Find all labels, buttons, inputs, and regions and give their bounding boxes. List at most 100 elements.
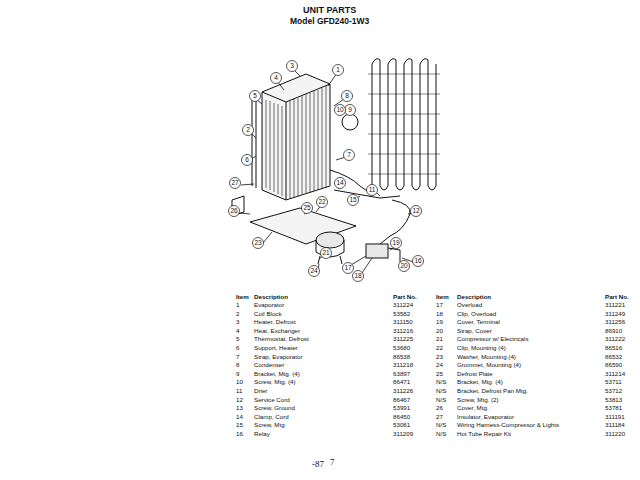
part-description: Evaporator: [254, 302, 284, 308]
part-number: 86590: [605, 362, 622, 368]
callout-number: 14: [334, 180, 346, 187]
callout-number: 19: [390, 240, 402, 247]
callout-number: 1: [332, 67, 344, 74]
model-number: Model GFD240-1W3: [290, 17, 369, 26]
item-number: 4: [236, 328, 239, 334]
item-number: 11: [236, 388, 242, 394]
callout-circle: [367, 185, 378, 196]
item-number: 16: [236, 431, 243, 437]
part-number: 311150: [393, 319, 413, 325]
diagram-title: UNIT PARTS: [303, 6, 356, 15]
part-description: Screw, Ground: [254, 405, 295, 411]
part-description: Cover, Terminal: [457, 319, 500, 325]
item-number: 24: [436, 362, 443, 368]
part-description: Strap, Evaporator: [254, 354, 303, 360]
callout-circle: [353, 271, 364, 282]
item-number: 20: [436, 328, 443, 334]
callout-circle: [343, 263, 354, 274]
callout-circle: [242, 155, 253, 166]
callout-number: 10: [334, 107, 346, 114]
part-number: 311214: [605, 371, 625, 377]
part-description: Screw, Mtg: [254, 422, 285, 428]
item-number: 26: [436, 405, 443, 411]
callout-circle: [345, 105, 356, 116]
part-description: Washer, Mounting (4): [457, 354, 516, 360]
item-number: 9: [236, 371, 239, 377]
part-number: 311225: [393, 336, 413, 342]
part-number: 311218: [393, 362, 413, 368]
item-number: 21: [436, 336, 443, 342]
callout-number: 9: [344, 107, 356, 114]
item-number: 8: [236, 362, 239, 368]
part-description: Insulator, Evaporator: [457, 414, 514, 420]
item-number: 27: [436, 414, 443, 420]
callout-number: 16: [412, 258, 424, 265]
part-description: Cover, Mtg.: [457, 405, 489, 411]
part-number: 86450: [393, 414, 410, 420]
part-description: Bracket, Mtg. (4): [254, 371, 300, 377]
item-number: N/S: [436, 422, 446, 428]
callout-number: 23: [252, 240, 264, 247]
item-number: 13: [236, 405, 243, 411]
callout-circle: [333, 65, 344, 76]
part-description: Strap, Cover: [457, 328, 492, 334]
callout-circle: [287, 61, 298, 72]
callout-circle: [411, 206, 422, 217]
column-header: Description: [457, 294, 491, 300]
part-description: Relay: [254, 431, 270, 437]
callout-circle: [335, 178, 346, 189]
part-number: 53991: [393, 405, 410, 411]
callout-number: 5: [249, 93, 261, 100]
item-number: 1: [236, 302, 239, 308]
part-number: 53061: [393, 422, 410, 428]
part-description: Heat, Exchanger: [254, 328, 300, 334]
column-header: Description: [254, 294, 288, 300]
part-number: 311256: [605, 319, 625, 325]
part-description: Bracket, Defrost Pan Mtg.: [457, 388, 528, 394]
callout-number: 12: [410, 208, 422, 215]
item-number: 19: [436, 319, 443, 325]
callout-number: 2: [242, 127, 254, 134]
callout-circle: [229, 206, 240, 217]
part-description: Clip, Mounting (4): [457, 345, 506, 351]
item-number: 14: [236, 414, 243, 420]
part-number: 63897: [393, 371, 410, 377]
part-number: 53813: [605, 397, 622, 403]
callout-number: 6: [241, 157, 253, 164]
callout-circle: [271, 73, 282, 84]
callout-number: 7: [343, 152, 355, 159]
item-number: 5: [236, 336, 239, 342]
part-description: Hot Tube Repair Kit: [457, 431, 511, 437]
part-description: Bracket, Mtg. (4): [457, 379, 503, 385]
part-description: Compressor w/ Electricals: [457, 336, 529, 342]
part-number: 86910: [605, 328, 622, 334]
callout-number: 24: [308, 268, 320, 275]
part-description: Screw, Mtg. (4): [254, 379, 296, 385]
part-description: Heater, Defrost: [254, 319, 296, 325]
item-number: N/S: [436, 431, 446, 437]
callout-circle: [230, 178, 241, 189]
part-number: 311184: [605, 422, 625, 428]
item-number: 18: [436, 311, 443, 317]
part-number: 86467: [393, 397, 410, 403]
part-number: 311221: [605, 302, 625, 308]
callout-circle: [344, 150, 355, 161]
part-number: 311224: [393, 302, 413, 308]
item-number: 22: [436, 345, 443, 351]
callout-number: 15: [347, 197, 359, 204]
item-number: N/S: [436, 379, 446, 385]
column-header: Part No.: [605, 294, 629, 300]
column-header: Item: [236, 294, 249, 300]
item-number: 6: [236, 345, 239, 351]
page-mark: -87: [312, 460, 324, 469]
callout-circle: [243, 125, 254, 136]
callout-circle: [413, 256, 424, 267]
callout-number: 21: [320, 250, 332, 257]
callout-number: 25: [301, 205, 313, 212]
part-number: 53712: [605, 388, 622, 394]
item-number: 15: [236, 422, 243, 428]
callout-number: 20: [398, 263, 410, 270]
column-header: Part No.: [393, 294, 417, 300]
callout-circle: [253, 238, 264, 249]
callout-number: 18: [352, 273, 364, 280]
